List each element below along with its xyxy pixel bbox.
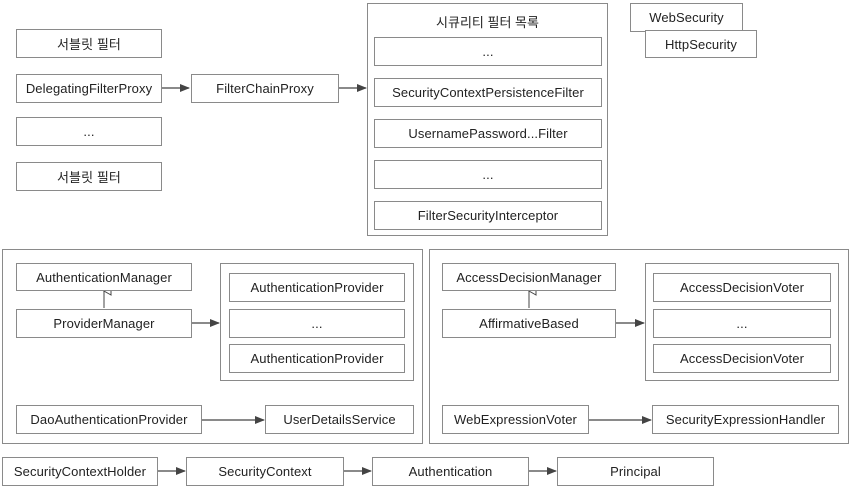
access-decision-voter: AccessDecisionVoter [653, 344, 831, 373]
security-filter-item: ... [374, 37, 602, 66]
provider-manager: ProviderManager [16, 309, 192, 338]
security-filter-item: SecurityContextPersistenceFilter [374, 78, 602, 107]
web-security: WebSecurity [630, 3, 743, 32]
servlet-filter-ellipsis: ... [16, 117, 162, 146]
authentication-provider: AuthenticationProvider [229, 273, 405, 302]
security-filter-item: ... [374, 160, 602, 189]
access-decision-manager: AccessDecisionManager [442, 263, 616, 291]
security-filter-item: FilterSecurityInterceptor [374, 201, 602, 230]
security-filter-list [367, 3, 608, 236]
delegating-filter-proxy: DelegatingFilterProxy [16, 74, 162, 103]
access-decision-voter: AccessDecisionVoter [653, 273, 831, 302]
access-decision-voter-group [645, 263, 839, 381]
authentication-panel [2, 249, 423, 444]
authentication-provider-group [220, 263, 414, 381]
filter-chain-proxy: FilterChainProxy [191, 74, 339, 103]
http-security: HttpSecurity [645, 30, 757, 58]
servlet-filter-bottom: 서블릿 필터 [16, 162, 162, 191]
security-context-holder: SecurityContextHolder [2, 457, 158, 486]
access-decision-voter-ellipsis: ... [653, 309, 831, 338]
affirmative-based: AffirmativeBased [442, 309, 616, 338]
authentication-provider-ellipsis: ... [229, 309, 405, 338]
authentication-manager: AuthenticationManager [16, 263, 192, 291]
security-filter-item: UsernamePassword...Filter [374, 119, 602, 148]
security-filter-list-title: 시큐리티 필터 목록 [436, 15, 539, 30]
authentication-provider: AuthenticationProvider [229, 344, 405, 373]
authentication: Authentication [372, 457, 529, 486]
security-context: SecurityContext [186, 457, 344, 486]
web-expression-voter: WebExpressionVoter [442, 405, 589, 434]
dao-authentication-provider: DaoAuthenticationProvider [16, 405, 202, 434]
security-expression-handler: SecurityExpressionHandler [652, 405, 839, 434]
servlet-filter-top: 서블릿 필터 [16, 29, 162, 58]
user-details-service: UserDetailsService [265, 405, 414, 434]
principal: Principal [557, 457, 714, 486]
authorization-panel [429, 249, 849, 444]
